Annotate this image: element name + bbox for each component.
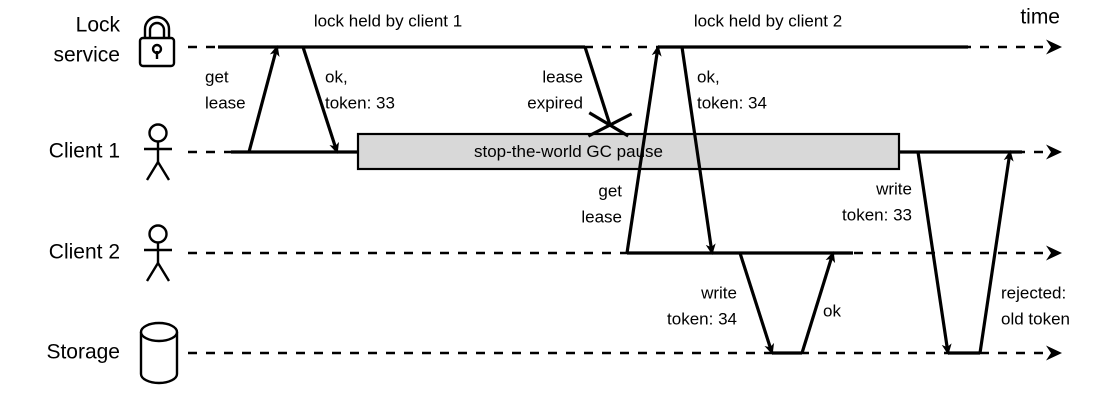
- label-get-lease-client-1-line1: get: [205, 67, 229, 86]
- blocked-x-mark: [587, 111, 633, 138]
- lane-label-lock-service-line1: Lock: [76, 14, 121, 37]
- padlock-icon: [138, 15, 176, 68]
- label-get-lease-client-1-line2: lease: [205, 93, 246, 112]
- label-write-token-33-line1: write: [875, 179, 912, 198]
- message-line-get-lease-client-2: [625, 45, 662, 254]
- lane-label-storage: Storage: [46, 341, 120, 364]
- message-line-ok-token-33: [301, 46, 339, 154]
- label-write-token-33-line2: token: 33: [842, 205, 912, 224]
- message-line-ok-token-34: [680, 46, 716, 255]
- label-get-lease-client-2-line1: get: [598, 181, 622, 200]
- time-arrowhead-lock-service: [1046, 39, 1062, 55]
- stick-figure-icon-client-1: [144, 123, 172, 181]
- database-cylinder-icon: [139, 321, 179, 385]
- lane-labels: Lock service Client 1 Client 2 Storage: [46, 14, 120, 364]
- stop-the-world-gc-pause-box: stop-the-world GC pause: [356, 132, 901, 171]
- lock-held-client-1-label: lock held by client 1: [314, 11, 462, 30]
- label-ok-token-33-line2: token: 33: [325, 93, 395, 112]
- time-arrowheads: [1046, 39, 1062, 361]
- lane-label-client-1: Client 1: [49, 140, 120, 163]
- time-arrowhead-storage: [1046, 345, 1062, 361]
- lock-span-labels: lock held by client 1 lock held by clien…: [314, 11, 842, 30]
- message-labels: get lease ok, token: 33 lease expired ge…: [205, 67, 1070, 328]
- lane-label-client-2: Client 2: [49, 241, 120, 264]
- message-line-get-lease-client-1: [247, 45, 280, 153]
- message-line-ok-storage-client-2: [800, 251, 836, 354]
- time-arrowhead-client-2: [1046, 245, 1062, 261]
- label-ok-storage-client-2: ok: [823, 301, 841, 320]
- message-line-write-token-34: [738, 252, 775, 355]
- lifelines: [188, 39, 1062, 361]
- stick-figure-icon-client-2: [144, 224, 172, 282]
- label-ok-token-34-line2: token: 34: [697, 93, 767, 112]
- lock-held-client-2-label: lock held by client 2: [694, 11, 842, 30]
- label-write-token-34-line1: write: [700, 283, 737, 302]
- label-lease-expired-line2: expired: [527, 93, 583, 112]
- time-arrowhead-client-1: [1046, 144, 1062, 160]
- label-lease-expired-line1: lease: [542, 67, 583, 86]
- message-line-lease-expired: [583, 46, 612, 126]
- message-line-rejected-old-token: [978, 150, 1014, 354]
- label-rejected-old-token-line1: rejected:: [1001, 283, 1066, 302]
- message-arrows: [247, 45, 1014, 355]
- time-axis-label: time: [1020, 6, 1060, 29]
- gc-pause-rect: [356, 132, 901, 171]
- label-rejected-old-token-line2: old token: [1001, 309, 1070, 328]
- message-line-write-token-33: [916, 151, 952, 355]
- label-write-token-34-line2: token: 34: [667, 309, 737, 328]
- lane-label-lock-service-line2: service: [53, 44, 120, 67]
- label-ok-token-34-line1: ok,: [697, 67, 720, 86]
- label-ok-token-33-line1: ok,: [325, 67, 348, 86]
- label-get-lease-client-2-line2: lease: [581, 207, 622, 226]
- gc-pause-label: stop-the-world GC pause: [474, 142, 663, 161]
